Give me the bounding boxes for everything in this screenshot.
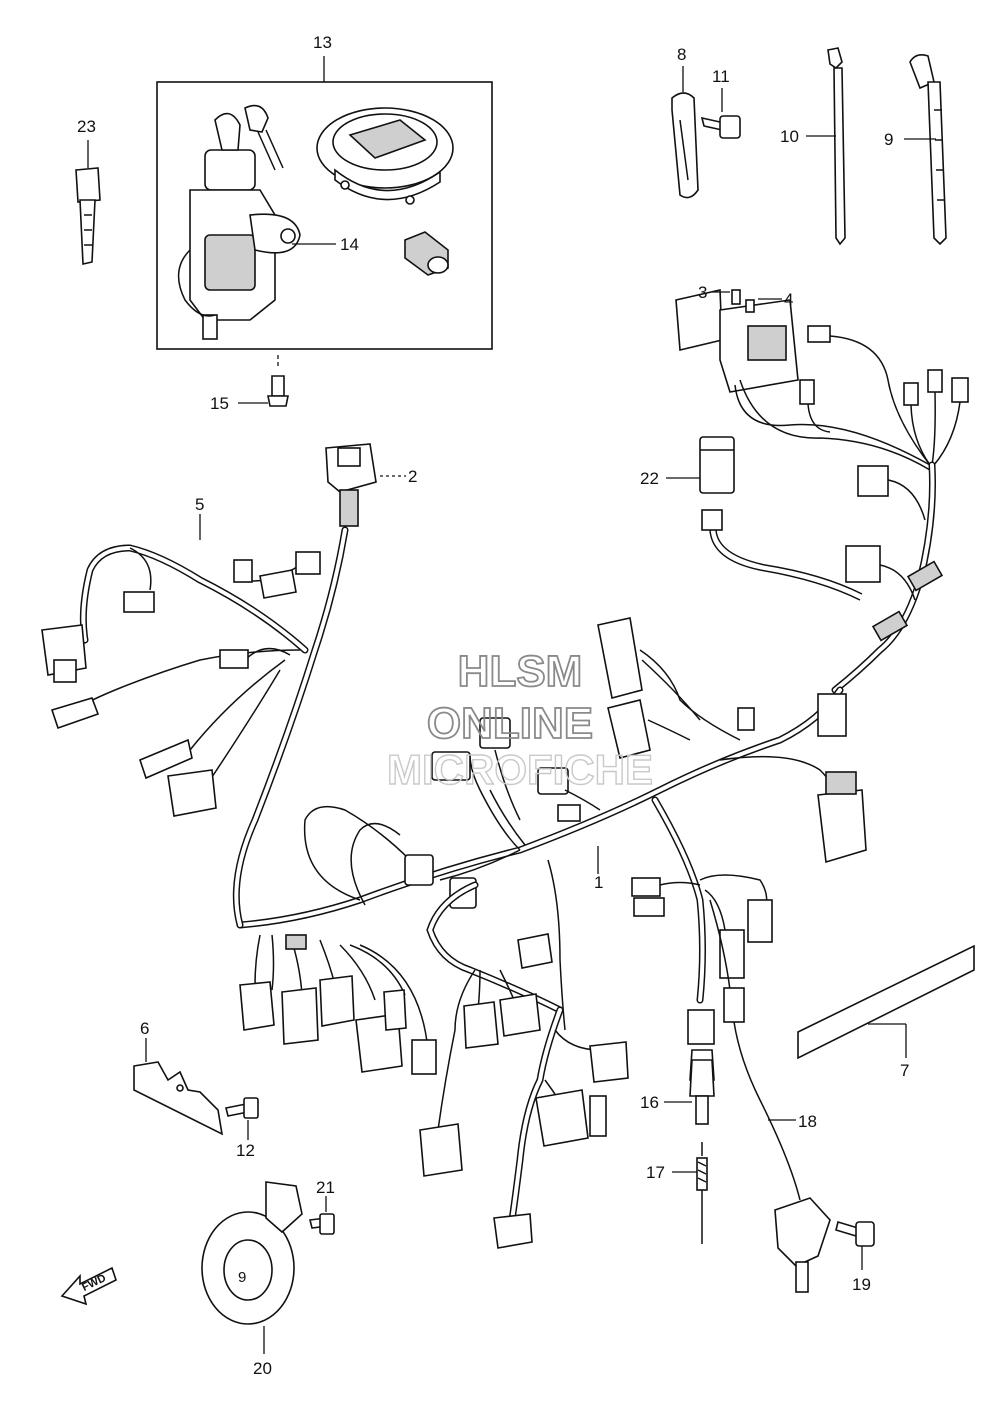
- fuse-box: [675, 289, 931, 471]
- cable-tie-mount: [904, 54, 947, 246]
- callout-9: 9: [884, 130, 893, 149]
- callout-22: 22: [640, 469, 659, 488]
- callout-10: 10: [780, 127, 799, 146]
- callout-5: 5: [195, 495, 204, 514]
- ignition-screw: [238, 355, 289, 407]
- watermark-line-2: ONLINE: [427, 699, 593, 748]
- callout-7: 7: [900, 1061, 909, 1080]
- bracket: [133, 1038, 224, 1136]
- side-stand-switch: [768, 1119, 831, 1293]
- callout-1: 1: [594, 873, 603, 892]
- brake-switch-spring: [672, 1142, 708, 1244]
- callout-20: 20: [253, 1359, 272, 1378]
- harness-right-lower: [631, 796, 801, 1201]
- callout-15: 15: [210, 394, 229, 413]
- callout-13: 13: [313, 33, 332, 52]
- callout-16: 16: [640, 1093, 659, 1112]
- horn: [201, 1181, 303, 1354]
- callout-11: 11: [712, 67, 730, 86]
- watermark-line-3: MICROFICHE: [387, 746, 653, 793]
- ignition-switch: [177, 104, 301, 340]
- callout-12: 12: [236, 1141, 255, 1160]
- callout-6: 6: [140, 1019, 149, 1038]
- clamp: [671, 66, 699, 199]
- sub-wiring-harness: [41, 514, 321, 817]
- fuel-tank-cap: [316, 107, 454, 205]
- callout-4: 4: [784, 290, 793, 309]
- forward-direction-marker: FWD: [60, 1266, 117, 1306]
- callout-2: 2: [408, 467, 417, 486]
- watermark: HLSM ONLINE MICROFICHE: [386, 646, 653, 794]
- cable-tie: [806, 47, 846, 246]
- rear-brake-switch: [664, 1059, 715, 1125]
- callout-8: 8: [677, 45, 686, 64]
- side-stand-screw: [835, 1220, 875, 1270]
- watermark-line-1: HLSM: [458, 647, 583, 696]
- horn-mark: 9: [238, 1269, 246, 1286]
- harness-lower-left: [239, 934, 437, 1075]
- callout-19: 19: [852, 1275, 871, 1294]
- ignition-lock-set-group: [156, 56, 493, 350]
- callout-3: 3: [698, 283, 707, 302]
- relay: [666, 436, 863, 601]
- caution-label-plate: [797, 944, 975, 1060]
- harness-right-upper: [807, 325, 969, 694]
- seat-lock: [404, 231, 449, 276]
- callout-17: 17: [646, 1163, 665, 1182]
- main-wiring-harness: [232, 443, 867, 929]
- harness-lower-center: [419, 859, 629, 1249]
- callout-18: 18: [798, 1112, 817, 1131]
- bolt: [700, 88, 741, 139]
- callout-labels: 13 23 14 15 8 11 10 9 3 4 2 22 5 1 6 12 …: [77, 33, 909, 1378]
- key-blank: [75, 140, 101, 265]
- callout-21: 21: [316, 1178, 335, 1197]
- callout-14: 14: [340, 235, 359, 254]
- horn-bolt: [309, 1196, 335, 1235]
- callout-23: 23: [77, 117, 96, 136]
- bracket-bolt: [225, 1097, 259, 1140]
